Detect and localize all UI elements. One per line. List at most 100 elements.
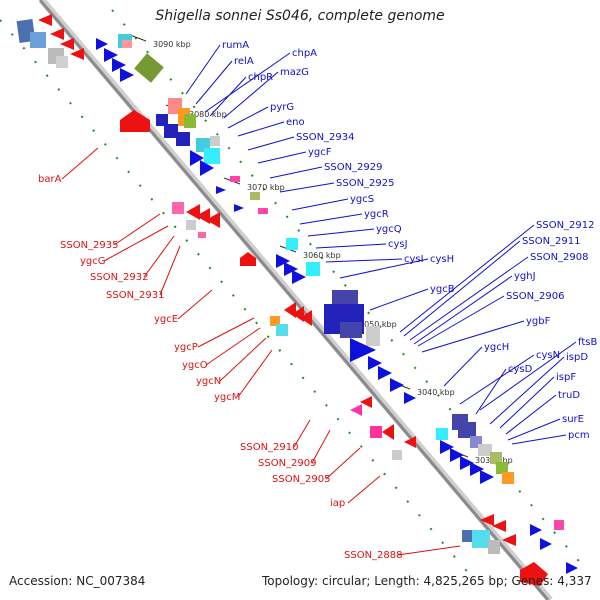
feature-block — [366, 326, 380, 346]
cds-forward — [350, 338, 376, 362]
gene-label-forward: yghJ — [514, 271, 536, 282]
feature-block — [186, 220, 196, 230]
gene-label-forward: pcm — [568, 430, 590, 441]
cds-forward — [566, 562, 578, 574]
cds-forward — [292, 270, 306, 284]
callout-line — [399, 224, 535, 333]
feature-block — [488, 540, 500, 554]
callout-line — [269, 166, 323, 179]
gene-label-forward: rumA — [222, 40, 249, 51]
callout-line — [291, 198, 349, 211]
callout-line — [311, 429, 331, 464]
cds-reverse — [206, 212, 220, 228]
cds-reverse — [240, 252, 256, 266]
cds-reverse — [120, 110, 150, 132]
feature-block — [134, 53, 164, 83]
feature-block — [122, 40, 132, 48]
feature-block — [172, 202, 184, 214]
gene-label-reverse: SSON_2935 — [60, 240, 119, 251]
callout-line — [209, 76, 247, 117]
callout-line — [507, 418, 561, 441]
feature-block — [370, 426, 382, 438]
gene-label-forward: surE — [562, 414, 584, 425]
feature-block — [462, 530, 474, 542]
gene-label-forward: ispD — [566, 352, 588, 363]
feature-block — [472, 530, 490, 548]
gene-label-reverse: barA — [38, 174, 62, 185]
gene-label-forward: chpR — [248, 72, 273, 83]
cds-reverse — [360, 396, 372, 408]
map-title: Shigella sonnei Ss046, complete genome — [155, 8, 445, 24]
cds-reverse — [60, 38, 74, 50]
feature-block — [230, 176, 240, 182]
cds-reverse — [300, 310, 312, 326]
gene-label-reverse: SSON_2905 — [272, 474, 331, 485]
feature-block — [210, 136, 220, 146]
cds-forward — [470, 462, 484, 476]
callout-line — [397, 545, 461, 556]
callout-line — [247, 136, 295, 151]
feature-block — [392, 450, 402, 460]
callout-line — [257, 151, 307, 164]
callout-line — [219, 337, 267, 382]
gene-label-forward: SSON_2906 — [506, 291, 565, 302]
gene-label-forward: ygcH — [484, 342, 509, 353]
gene-label-forward: cysH — [430, 254, 454, 265]
gene-label-forward: relA — [234, 56, 254, 67]
callout-line — [413, 275, 513, 345]
gene-label-forward: ispF — [556, 372, 576, 383]
callout-line — [511, 434, 567, 445]
callout-line — [293, 419, 311, 448]
gene-label-forward: pyrG — [270, 102, 294, 113]
callout-line — [61, 147, 99, 180]
feature-block — [496, 462, 508, 474]
gene-label-forward: mazG — [280, 67, 309, 78]
cds-reverse — [492, 520, 506, 532]
callouts-reverse: barASSON_2935ygcGSSON_2932SSON_2931ygcEy… — [38, 147, 461, 561]
gene-label-reverse: ygcN — [196, 376, 221, 387]
tick-label: 3040 kbp — [417, 388, 455, 397]
cds-forward — [390, 378, 404, 392]
cds-reverse — [480, 514, 494, 526]
callout-line — [315, 243, 387, 249]
callout-line — [113, 213, 161, 246]
feature-block — [250, 192, 260, 200]
gene-label-forward: SSON_2911 — [522, 236, 581, 247]
tick-label: 3050 kbp — [359, 320, 397, 329]
gene-label-reverse: SSON_2909 — [258, 458, 317, 469]
guide-line-outer-left — [0, 19, 471, 576]
gene-label-reverse: SSON_2910 — [240, 442, 299, 453]
feature-block — [30, 32, 46, 48]
feature-block — [156, 114, 168, 126]
callout-line — [223, 71, 279, 119]
callout-line — [237, 349, 273, 398]
cds-reverse — [70, 48, 84, 60]
callout-line — [299, 213, 363, 225]
cds-reverse — [350, 404, 362, 416]
gene-label-reverse: SSON_2931 — [106, 290, 165, 301]
callout-line — [479, 341, 577, 411]
callout-line — [197, 317, 255, 348]
callout-line — [475, 368, 507, 415]
feature-block — [176, 132, 190, 146]
gene-label-forward: ygcF — [308, 147, 332, 158]
cds-forward — [276, 254, 290, 268]
feature-block — [478, 444, 492, 456]
tick-label: 3090 kbp — [153, 40, 191, 49]
gene-label-reverse: SSON_2932 — [90, 272, 149, 283]
callout-line — [143, 235, 175, 278]
gene-label-forward: ygcQ — [376, 224, 402, 235]
callout-line — [421, 320, 525, 353]
cds-forward — [120, 68, 134, 82]
feature-block — [306, 262, 320, 276]
gene-label-reverse: ygcM — [214, 392, 240, 403]
tick-mark — [129, 34, 147, 42]
cds-forward — [460, 456, 474, 470]
callout-line — [185, 44, 221, 95]
gene-label-forward: cysD — [508, 364, 533, 375]
callout-line — [347, 475, 381, 504]
cds-forward — [96, 38, 108, 50]
